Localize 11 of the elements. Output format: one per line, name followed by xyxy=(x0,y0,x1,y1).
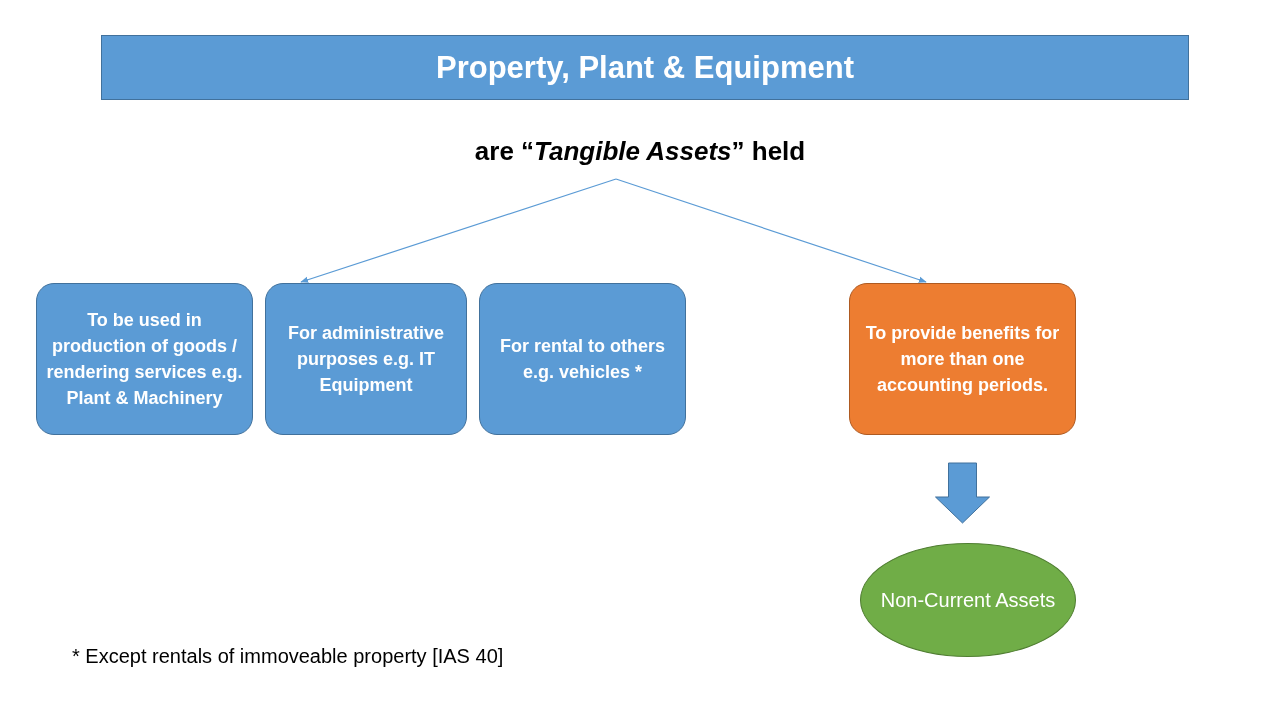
result-ellipse: Non-Current Assets xyxy=(860,543,1076,657)
category-box: For administrative purposes e.g. IT Equipment xyxy=(265,283,467,435)
title-banner: Property, Plant & Equipment xyxy=(101,35,1189,100)
category-box: To be used in production of goods / rendering services e.g. Plant & Machinery xyxy=(36,283,253,435)
statement-text: are “Tangible Assets” held xyxy=(420,136,860,167)
footnote: * Except rentals of immoveable property [IAS 40] xyxy=(72,645,504,668)
arrow xyxy=(615,178,927,283)
arrow xyxy=(300,178,617,283)
block-arrow xyxy=(935,462,990,524)
category-box: For rental to others e.g. vehicles * xyxy=(479,283,686,435)
category-box: To provide benefits for more than one accounting periods. xyxy=(849,283,1076,435)
